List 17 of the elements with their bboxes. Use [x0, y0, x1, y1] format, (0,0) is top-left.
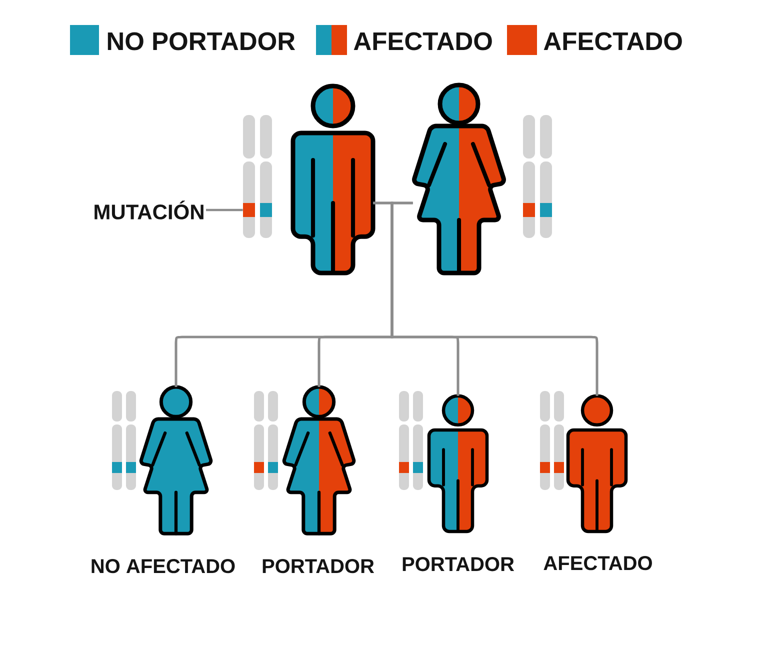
chromosome-band	[243, 203, 255, 217]
callout-label: MUTACIÓN	[94, 200, 204, 220]
leader-line	[206, 208, 243, 212]
chromosome-band	[523, 203, 535, 217]
figure-caption: PORTADOR	[402, 557, 514, 572]
man-figure	[566, 394, 628, 534]
legend-label: AFECTADO	[354, 32, 492, 50]
figure-caption: AFECTADO	[544, 556, 652, 570]
legend-label: NO PORTADOR	[108, 32, 296, 50]
figure-caption: PORTADOR	[262, 559, 374, 574]
man-figure	[427, 394, 489, 534]
legend-label: AFECTADO	[544, 32, 682, 50]
figure-caption: NO AFECTADO	[92, 559, 235, 574]
woman-figure	[412, 82, 506, 276]
woman-figure	[139, 385, 213, 536]
woman-figure	[282, 385, 356, 536]
man-figure	[290, 84, 376, 276]
